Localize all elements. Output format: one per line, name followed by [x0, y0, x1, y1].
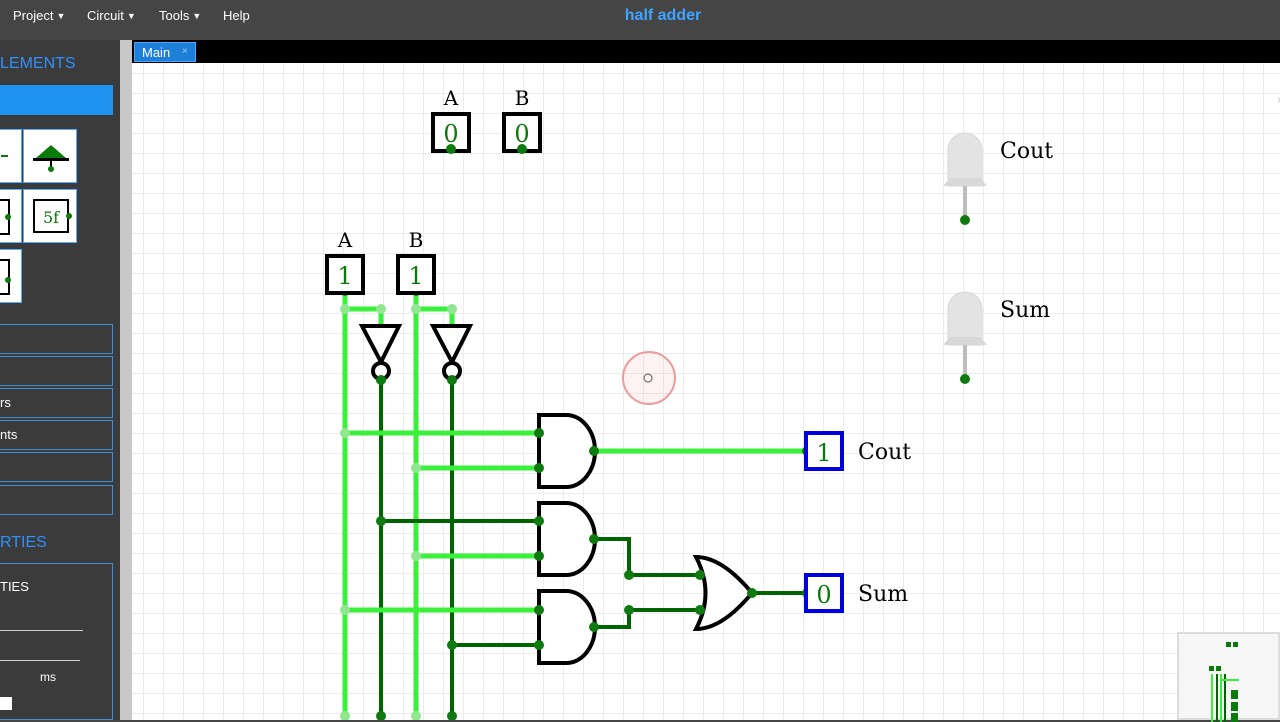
led-label-cout: Cout — [1000, 139, 1053, 164]
accordion-item[interactable]: nts — [0, 420, 113, 450]
input-label: B — [515, 86, 530, 110]
caret-down-icon: ▼ — [126, 11, 136, 21]
tile-element[interactable] — [0, 129, 22, 183]
input-value: 0 — [443, 120, 458, 148]
tile-element[interactable] — [0, 249, 22, 303]
element-search-bar[interactable] — [0, 85, 113, 115]
input-toggle-b[interactable]: 1 — [396, 254, 436, 295]
input-value: 1 — [337, 262, 352, 290]
menu-project[interactable]: Project▼ — [13, 8, 66, 23]
clock-enable-checkbox[interactable] — [0, 697, 12, 710]
clock-time-field[interactable] — [0, 660, 80, 661]
input-label: A — [443, 86, 459, 110]
box-icon — [0, 259, 11, 295]
input-label: A — [337, 228, 353, 252]
panel-scrollbar[interactable] — [120, 40, 132, 720]
output-label-cout: Cout — [858, 440, 911, 465]
and-gate-2[interactable] — [537, 589, 597, 665]
menu-circuit[interactable]: Circuit▼ — [87, 8, 136, 23]
cursor-highlight — [622, 351, 676, 405]
clock-unit-label: ms — [40, 670, 56, 684]
tab-strip — [132, 40, 1280, 63]
menu-bar: Project▼ Circuit▼ Tools▼ Help half adder — [0, 0, 1280, 40]
properties-header: RTIES — [0, 534, 47, 551]
and-gate-cout[interactable] — [537, 413, 597, 489]
input-toggle-a-top[interactable]: 0 — [431, 112, 471, 154]
tab-main[interactable]: Main × — [134, 42, 196, 62]
accordion-item[interactable] — [0, 452, 113, 482]
wire-nodes — [340, 286, 812, 720]
wire-stub-icon — [1, 155, 8, 157]
tile-element-power[interactable] — [23, 129, 77, 183]
input-value: 0 — [514, 120, 529, 148]
minimap-preview — [1209, 642, 1239, 722]
output-value: 1 — [816, 439, 831, 467]
wires — [342, 291, 807, 720]
led-sum[interactable] — [943, 291, 987, 384]
power-icon — [33, 145, 69, 172]
menu-help[interactable]: Help — [223, 8, 250, 23]
menu-tools[interactable]: Tools▼ — [159, 8, 202, 23]
not-gate-a[interactable] — [358, 324, 403, 381]
led-label-sum: Sum — [1000, 298, 1050, 323]
project-title: half adder — [624, 7, 702, 24]
hex-input-icon: 5f — [33, 199, 72, 233]
minimap[interactable] — [1177, 632, 1280, 722]
output-value: 0 — [816, 581, 831, 609]
circuit-elements-header: LEMENTS — [0, 55, 76, 72]
tile-text: 5f — [43, 208, 60, 227]
or-gate[interactable] — [692, 554, 755, 632]
input-value: 1 — [408, 262, 423, 290]
input-toggle-a[interactable]: 1 — [325, 254, 365, 295]
tab-label: Main — [142, 45, 171, 60]
close-icon[interactable]: × — [1277, 93, 1280, 107]
box-icon — [0, 199, 11, 235]
caret-down-icon: ▼ — [56, 11, 66, 21]
not-gate-b[interactable] — [429, 324, 474, 381]
output-label-sum: Sum — [858, 582, 908, 607]
output-cout[interactable]: 1 — [804, 431, 844, 471]
accordion-item[interactable] — [0, 356, 113, 386]
input-toggle-b-top[interactable]: 0 — [502, 112, 542, 154]
caret-down-icon: ▼ — [192, 11, 202, 21]
output-sum[interactable]: 0 — [804, 573, 844, 613]
project-name-field[interactable] — [0, 630, 83, 631]
led-cout[interactable] — [943, 132, 987, 225]
and-gate-1[interactable] — [537, 501, 597, 577]
tile-element-hex-display[interactable]: 5f — [23, 189, 77, 243]
accordion-item[interactable]: rs — [0, 388, 113, 418]
accordion-item[interactable] — [0, 485, 113, 515]
accordion-item[interactable] — [0, 324, 113, 354]
tile-element[interactable] — [0, 189, 22, 243]
project-properties-label: TIES — [0, 579, 29, 594]
close-icon[interactable]: × — [182, 46, 188, 57]
input-label: B — [409, 228, 424, 252]
